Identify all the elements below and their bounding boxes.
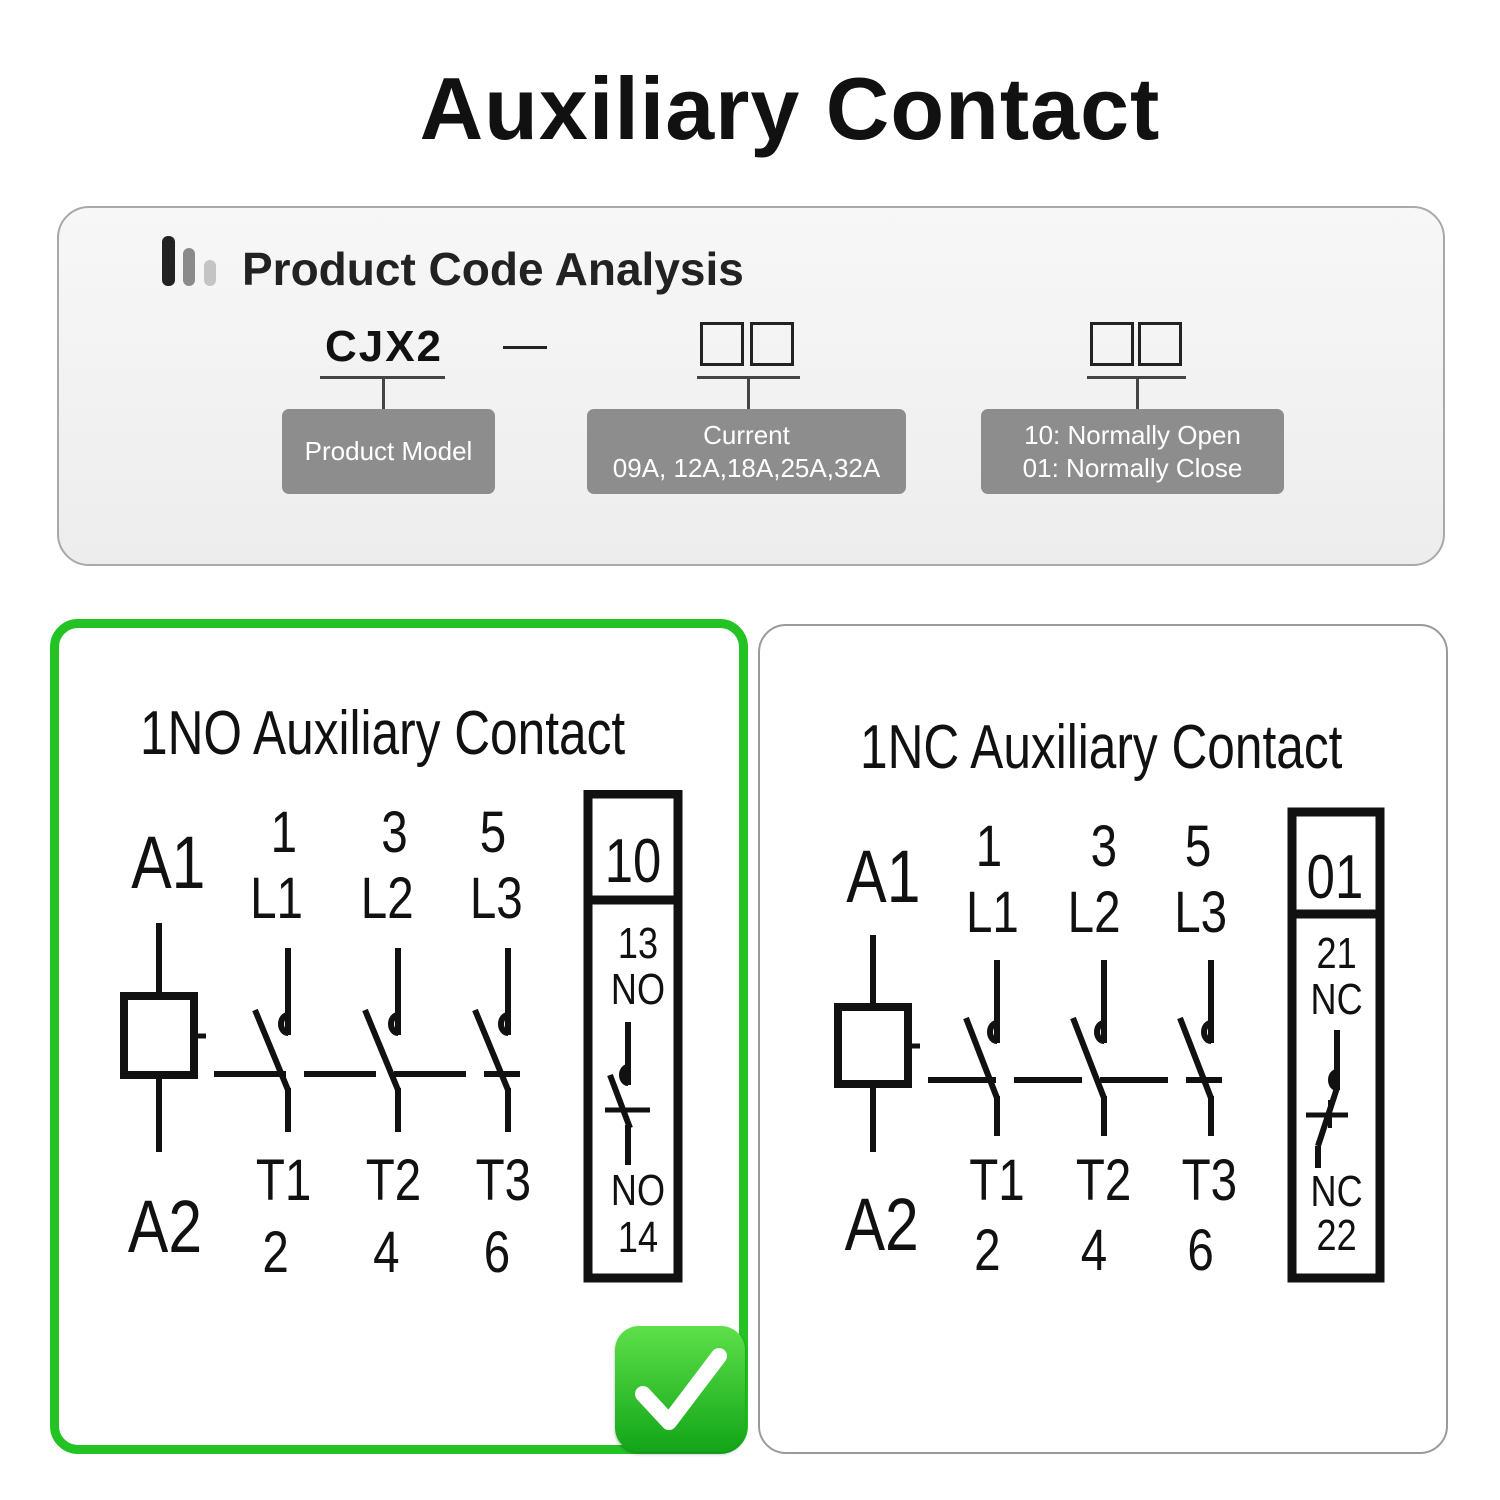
contact-type-line-1: 10: Normally Open: [1024, 419, 1241, 450]
nc-aux-code: 01: [1307, 843, 1364, 912]
prefix-connector: [382, 378, 385, 409]
current-box: Current 09A, 12A,18A,25A,32A: [587, 409, 906, 494]
nc-pole-num-2: 2: [974, 1219, 1000, 1284]
nc-pole-label-l2: L2: [1068, 881, 1121, 946]
current-code-box-1: [700, 322, 744, 366]
prefix-underline: [320, 376, 445, 379]
nc-aux-bottom-label: NC: [1311, 1167, 1363, 1216]
nc-pole-num-6: 6: [1187, 1219, 1213, 1284]
nc-aux-top-label: NC: [1311, 975, 1363, 1024]
nc-pole-2: [1070, 960, 1107, 1136]
product-model-box: Product Model: [282, 409, 495, 494]
no-panel-title: 1NO Auxiliary Contact: [140, 699, 626, 768]
nc-wiring-diagram: A1 A2 1 3 5 L1 L2 L3 T1 T2 T3 2 4 6 01 2…: [834, 807, 1385, 1284]
nc-pole-num-4: 4: [1081, 1219, 1107, 1284]
no-pole-num-6: 6: [484, 1221, 510, 1286]
page-title: Auxiliary Contact: [419, 59, 1161, 158]
no-aux-contact: [605, 1022, 650, 1165]
no-coil-a2: A2: [128, 1186, 202, 1268]
current-connector: [747, 378, 750, 409]
no-pole-1: [252, 948, 291, 1132]
nc-pole-num-5: 5: [1185, 815, 1211, 880]
no-aux-bottom-label: NO: [611, 1166, 665, 1215]
contact-type-line-2: 01: Normally Close: [1022, 452, 1243, 483]
code-separator: [503, 346, 547, 349]
current-label: Current: [703, 419, 790, 450]
nc-aux-contact: [1306, 1030, 1348, 1168]
current-code-box-2: [750, 322, 794, 366]
contact-type-box: 10: Normally Open 01: Normally Close: [981, 409, 1284, 494]
no-aux-top-label: NO: [611, 965, 665, 1014]
no-pole-2: [362, 948, 401, 1132]
nc-coil-a2: A2: [845, 1184, 919, 1266]
nc-aux-bottom-number: 22: [1317, 1211, 1357, 1260]
code-analysis-heading: Product Code Analysis: [242, 243, 744, 295]
nc-pole-label-t1: T1: [969, 1149, 1024, 1214]
contact-code-box-1: [1090, 322, 1134, 366]
nc-pole-num-3: 3: [1091, 815, 1117, 880]
nc-pole-3: [1177, 960, 1214, 1136]
nc-pole-label-t2: T2: [1076, 1149, 1131, 1214]
current-underline: [697, 376, 800, 379]
no-aux-top-number: 13: [618, 919, 658, 968]
no-coil-a1: A1: [131, 822, 205, 904]
no-pole-label-t1: T1: [256, 1149, 311, 1214]
product-code-panel: [57, 206, 1445, 566]
no-pole-label-t3: T3: [476, 1149, 531, 1214]
no-pole-num-4: 4: [373, 1221, 399, 1286]
no-pole-num-3: 3: [381, 801, 407, 866]
nc-aux-top-number: 21: [1317, 929, 1357, 978]
no-pole-num-2: 2: [262, 1221, 288, 1286]
product-model-label: Product Model: [304, 436, 473, 466]
no-pole-num-1: 1: [271, 801, 297, 866]
no-aux-bottom-number: 14: [618, 1213, 658, 1262]
nc-coil-a1: A1: [846, 836, 920, 918]
no-contact-panel[interactable]: [50, 619, 748, 1454]
nc-pole-label-l3: L3: [1174, 881, 1227, 946]
nc-pole-label-l1: L1: [966, 881, 1019, 946]
no-pole-label-l2: L2: [361, 867, 414, 932]
no-pole-label-l1: L1: [250, 867, 303, 932]
no-wiring-diagram: A1 A2 1 3 5 L1 L2 L3 T1 T2 T3 2 4 6 10 1…: [120, 790, 683, 1286]
code-prefix: CJX2: [324, 322, 444, 371]
no-aux-code: 10: [605, 827, 662, 896]
nc-pole-label-t3: T3: [1182, 1149, 1237, 1214]
no-pole-label-l3: L3: [470, 867, 523, 932]
selected-check-icon: [615, 1326, 745, 1452]
nc-pole-1: [963, 960, 1000, 1136]
bars-icon: [162, 236, 216, 286]
no-pole-3: [472, 948, 511, 1132]
contact-code-box-2: [1138, 322, 1182, 366]
no-pole-label-t2: T2: [366, 1149, 421, 1214]
contact-connector: [1136, 378, 1139, 409]
nc-panel-title: 1NC Auxiliary Contact: [860, 713, 1343, 782]
current-values: 09A, 12A,18A,25A,32A: [612, 452, 881, 483]
contact-underline: [1087, 376, 1186, 379]
nc-pole-num-1: 1: [976, 815, 1002, 880]
no-pole-num-5: 5: [480, 801, 506, 866]
